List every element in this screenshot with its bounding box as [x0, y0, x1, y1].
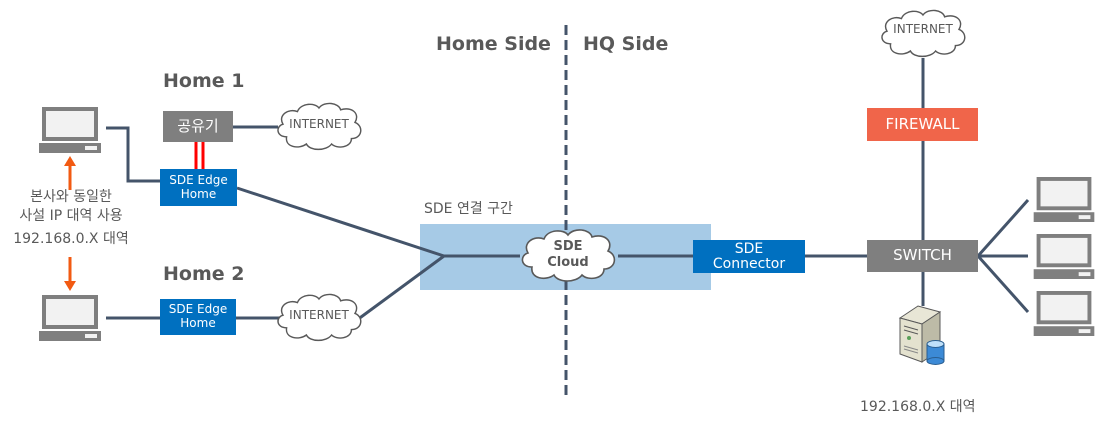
annotation-arrows: [64, 156, 76, 291]
home1-sde-edge-label-line1: SDE Edge: [169, 172, 228, 187]
hq-ip-range-label: 192.168.0.X 대역: [860, 399, 976, 415]
hq-internet-label: INTERNET: [893, 21, 953, 36]
sde-connector-label-line1: SDE: [734, 240, 764, 257]
home2-sde-edge-label-line2: Home: [180, 316, 216, 330]
switch-label: SWITCH: [893, 246, 952, 265]
home1-internet-label: INTERNET: [289, 116, 349, 131]
ip-annotation: 본사와 동일한 사설 IP 대역 사용 192.168.0.X 대역: [2, 188, 140, 249]
hq-pc-icon-2: [1033, 234, 1095, 279]
link-pc1-edge1: [106, 126, 160, 183]
home2-heading: Home 2: [163, 263, 245, 285]
sde-connector-label-line2: Connector: [712, 255, 786, 272]
home2-pc-icon: [39, 295, 101, 341]
link-switch-pc-a: [976, 199, 1030, 257]
home1-sde-edge-label-line2: Home: [180, 186, 217, 201]
sde-connector-box: SDE Connector: [693, 240, 805, 273]
sde-cloud-label-line2: Cloud: [547, 255, 589, 270]
hq-pc-icon-1: [1033, 177, 1095, 222]
sde-cloud-label: SDE Cloud: [520, 234, 616, 276]
link-internet2-zone: [356, 254, 445, 322]
arrow-down-head: [64, 281, 76, 291]
home2-internet-label: INTERNET: [289, 307, 349, 322]
sde-zone-label: SDE 연결 구간: [424, 201, 513, 217]
ip-annotation-line1: 본사와 동일한: [30, 189, 112, 205]
arrow-up-head: [64, 156, 76, 166]
link-edge1-zone: [236, 186, 445, 258]
home2-sde-edge-label-line1: SDE Edge: [168, 302, 228, 317]
hq-side-heading: HQ Side: [583, 33, 669, 55]
ip-annotation-line3: 192.168.0.X 대역: [13, 230, 129, 247]
sde-cloud-label-line1: SDE: [553, 239, 583, 255]
server-icon: [898, 305, 945, 365]
ip-annotation-line2: 사설 IP 대역 사용: [19, 207, 123, 224]
home1-heading: Home 1: [163, 70, 245, 92]
links: [106, 58, 1030, 322]
home1-sde-edge-box: SDE Edge Home: [160, 169, 237, 206]
home1-pc-icon: [39, 107, 101, 153]
home2-sde-edge-box: SDE Edge Home: [160, 299, 236, 335]
hq-pc-icon-3: [1033, 291, 1095, 336]
firewall-box: FIREWALL: [867, 108, 978, 141]
home1-router-box: 공유기: [163, 111, 233, 142]
switch-box: SWITCH: [867, 240, 978, 272]
home-side-heading: Home Side: [436, 33, 551, 55]
home1-router-label: 공유기: [177, 116, 219, 135]
link-switch-pc-c: [976, 255, 1030, 313]
firewall-label: FIREWALL: [885, 114, 960, 133]
